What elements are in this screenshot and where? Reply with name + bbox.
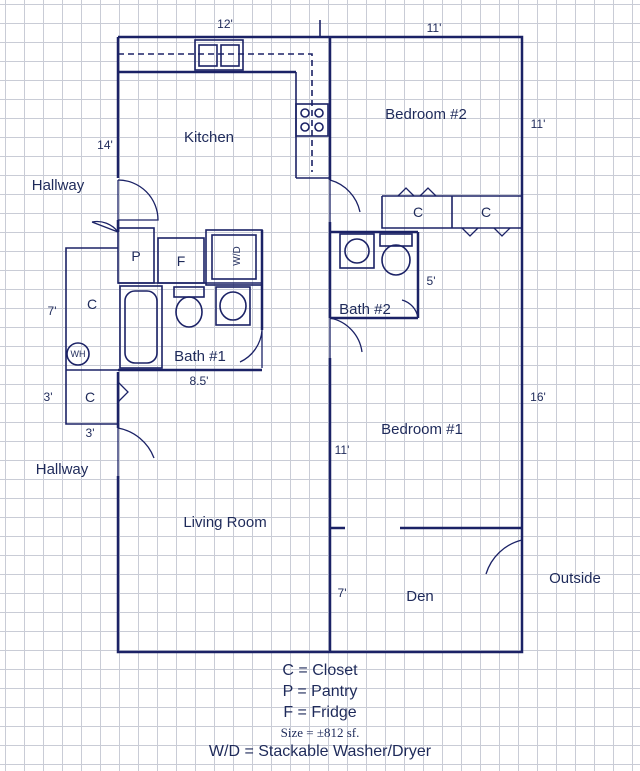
bath2-sink-icon [339,233,375,269]
closet-label-hall: C [87,296,97,312]
bath1-label: Bath #1 [174,348,226,365]
outside-label: Outside [549,570,601,587]
sink-icon [194,39,244,71]
utility-block [117,227,264,372]
dim-center-upper: 11' [335,443,350,457]
toilet-icon-bath1 [173,286,205,328]
kitchen-label: Kitchen [184,129,234,146]
closet-label-hall-small: C [85,389,95,405]
legend-pantry: P = Pantry [282,683,358,700]
dim-right-lower: 16' [530,390,546,404]
legend-washer-dryer: W/D = Stackable Washer/Dryer [208,743,432,760]
dim-center-lower: 7' [338,586,347,600]
fridge-label: F [177,253,186,269]
closet-label-bedroom2-left: C [413,204,423,220]
bath1-sink-icon [215,286,251,326]
hallway-upper-label: Hallway [32,177,85,194]
bedroom2-label: Bedroom #2 [385,106,467,123]
bath2-label: Bath #2 [339,301,391,318]
hallway-lower-label: Hallway [36,461,89,478]
floor-plan: Kitchen Bedroom #2 Bedroom #1 Bath #1 Ba… [32,17,601,654]
pantry-label: P [131,248,140,264]
living-room-label: Living Room [183,514,266,531]
dim-bath2-side: 5' [427,274,436,288]
toilet-icon-bath2 [379,233,413,276]
stove-icon [295,103,329,137]
bedroom1-label: Bedroom #1 [381,421,463,438]
interior-walls [328,37,522,652]
doors [91,179,523,590]
dim-top-left: 12' [217,17,233,31]
hall-closets [65,247,118,425]
dim-kitchen-left: 14' [97,138,113,152]
den-label: Den [406,588,434,605]
dim-closet-small-left: 3' [44,390,53,404]
legend-size: Size = ±812 sf. [280,725,360,740]
legend-closet: C = Closet [282,662,358,679]
dim-top-right: 11' [427,21,442,35]
dim-closet-left: 7' [48,304,57,318]
washer-dryer-label: W/D [232,246,243,265]
dim-right-upper: 11' [531,117,546,131]
dim-closet-small-bottom: 3' [86,426,95,440]
closet-label-bedroom2-right: C [481,204,491,220]
bathtub-icon [119,285,163,369]
water-heater-label: WH [71,349,86,359]
exterior-walls [116,20,524,654]
dim-bath1-bottom: 8.5' [190,374,209,388]
kitchen-counter [118,53,330,179]
legend-fridge: F = Fridge [283,704,357,721]
